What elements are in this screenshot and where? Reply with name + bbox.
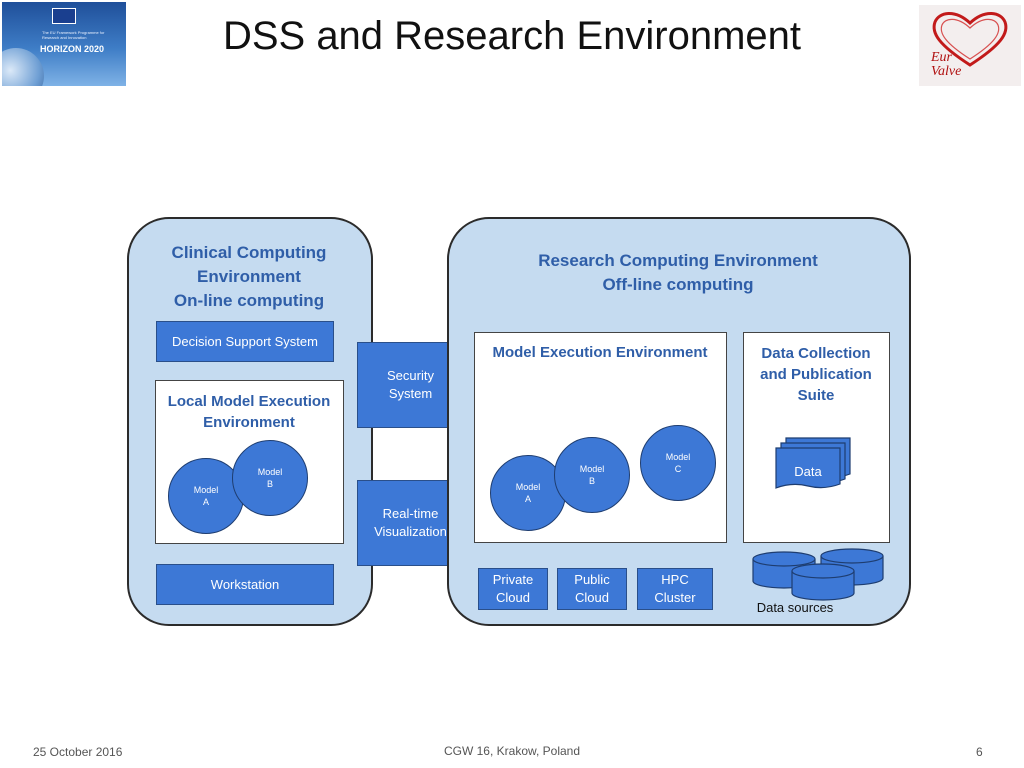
research-heading-line2: Off-line computing [602, 275, 754, 294]
clinical-heading-line3: On-line computing [173, 291, 325, 310]
footer-date: 25 October 2016 [33, 745, 123, 759]
clinical-heading-line1: Clinical Computing [171, 243, 327, 262]
research-model-a-line2: A [524, 494, 531, 504]
clinical-heading: Clinical Computing Environment On-line c… [127, 241, 371, 313]
hpc-cluster-box: HPC Cluster [637, 568, 713, 610]
eurvalve-logo-line1: Eur [931, 50, 952, 65]
local-model-heading: Local Model Execution Environment [156, 391, 342, 433]
research-model-b-line2: B [588, 476, 595, 486]
clinical-model-a-line1: Model [193, 485, 219, 495]
data-label: Data [794, 464, 822, 479]
data-sources-label: Data sources [756, 600, 834, 615]
research-model-c-line1: Model [665, 452, 691, 462]
dcps-heading-line2: and Publication [760, 366, 872, 383]
private-cloud-line2: Cloud [496, 590, 530, 605]
dcps-heading-line1: Data Collection [761, 345, 871, 362]
horizon-2020-logo: The EU Framework Programme for Research … [2, 2, 126, 86]
research-heading: Research Computing Environment Off-line … [447, 249, 909, 297]
local-model-heading-line1: Local Model Execution [167, 393, 331, 410]
horizon-logo-small-text: The EU Framework Programme for Research … [42, 30, 105, 40]
eurvalve-logo: Eur Valve [919, 5, 1021, 86]
clinical-model-b-line1: Model [257, 467, 283, 477]
decision-support-system-box: Decision Support System [156, 321, 334, 362]
dcps-heading: Data Collection and Publication Suite [743, 343, 889, 406]
decision-support-system-label: Decision Support System [172, 333, 318, 349]
research-model-a-line1: Model [515, 482, 541, 492]
local-model-heading-line2: Environment [203, 414, 295, 431]
workstation-label: Workstation [210, 576, 280, 592]
hpc-line2: Cluster [654, 590, 696, 605]
research-heading-line1: Research Computing Environment [538, 251, 818, 270]
horizon-logo-text: HORIZON 2020 [40, 44, 105, 54]
research-model-b-line1: Model [579, 464, 605, 474]
dcps-heading-line3: Suite [797, 387, 835, 404]
data-documents-icon [775, 437, 851, 489]
workstation-box: Workstation [156, 564, 334, 605]
database-icon [752, 548, 884, 601]
clinical-model-a-line2: A [202, 497, 209, 507]
private-cloud-line1: Private [492, 572, 534, 587]
mee-heading-text: Model Execution Environment [492, 344, 708, 361]
security-line2: System [388, 386, 433, 401]
eu-flag-icon [52, 8, 76, 24]
viz-line2: Visualization [374, 524, 447, 539]
public-cloud-line2: Cloud [575, 590, 609, 605]
slide-title: DSS and Research Environment [222, 14, 802, 58]
viz-line1: Real-time [382, 506, 439, 521]
heart-icon [932, 12, 1008, 67]
research-model-c-line2: C [674, 464, 682, 474]
footer-center: CGW 16, Krakow, Poland [443, 744, 581, 758]
security-line1: Security [387, 368, 434, 383]
clinical-heading-line2: Environment [197, 267, 301, 286]
public-cloud-line1: Public [574, 572, 610, 587]
eurvalve-logo-line2: Valve [931, 64, 962, 79]
clinical-model-b-line2: B [266, 479, 273, 489]
eurvalve-logo-text: Eur Valve [931, 51, 961, 79]
page-number: 6 [976, 745, 983, 759]
hpc-line1: HPC [661, 572, 689, 587]
mee-heading: Model Execution Environment [474, 342, 726, 363]
